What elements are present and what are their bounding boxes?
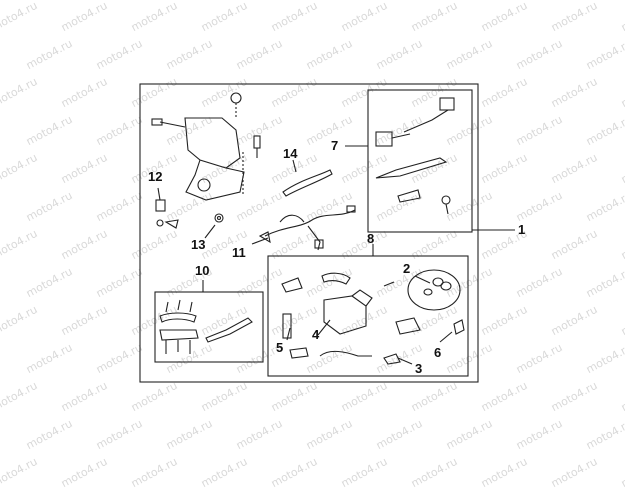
callout-10: 10 bbox=[195, 263, 210, 278]
subkit-7-contents bbox=[375, 97, 455, 215]
diagram-drawing bbox=[139, 83, 515, 383]
callout-1: 1 bbox=[518, 222, 526, 237]
part-12 bbox=[155, 199, 179, 229]
part-14 bbox=[282, 169, 333, 197]
leader-6 bbox=[439, 331, 453, 343]
callout-4: 4 bbox=[312, 327, 320, 342]
subkit-10-frame bbox=[154, 291, 264, 363]
callout-7: 7 bbox=[331, 138, 339, 153]
subkit-7-frame bbox=[367, 89, 473, 233]
subkit-10-contents bbox=[159, 299, 253, 354]
callout-11: 11 bbox=[232, 245, 246, 260]
kit-frame bbox=[139, 83, 479, 383]
callout-8: 8 bbox=[367, 231, 375, 246]
part-13 bbox=[214, 213, 224, 223]
subkit-8-contents bbox=[281, 269, 465, 365]
callout-5: 5 bbox=[276, 340, 284, 355]
callout-13: 13 bbox=[191, 237, 206, 252]
leader-12 bbox=[157, 187, 161, 201]
callout-6: 6 bbox=[434, 345, 442, 360]
leader-4 bbox=[317, 319, 331, 336]
bracket-assembly bbox=[151, 92, 261, 201]
callout-2: 2 bbox=[403, 261, 411, 276]
callout-14: 14 bbox=[283, 146, 298, 161]
part-11 bbox=[258, 205, 356, 251]
leader-13 bbox=[204, 224, 216, 239]
leader-2 bbox=[414, 275, 431, 284]
callout-12: 12 bbox=[148, 169, 163, 184]
subkit-8-frame bbox=[267, 255, 469, 377]
leader-3 bbox=[397, 357, 413, 365]
callout-3: 3 bbox=[415, 361, 423, 376]
leader-14 bbox=[292, 159, 297, 173]
